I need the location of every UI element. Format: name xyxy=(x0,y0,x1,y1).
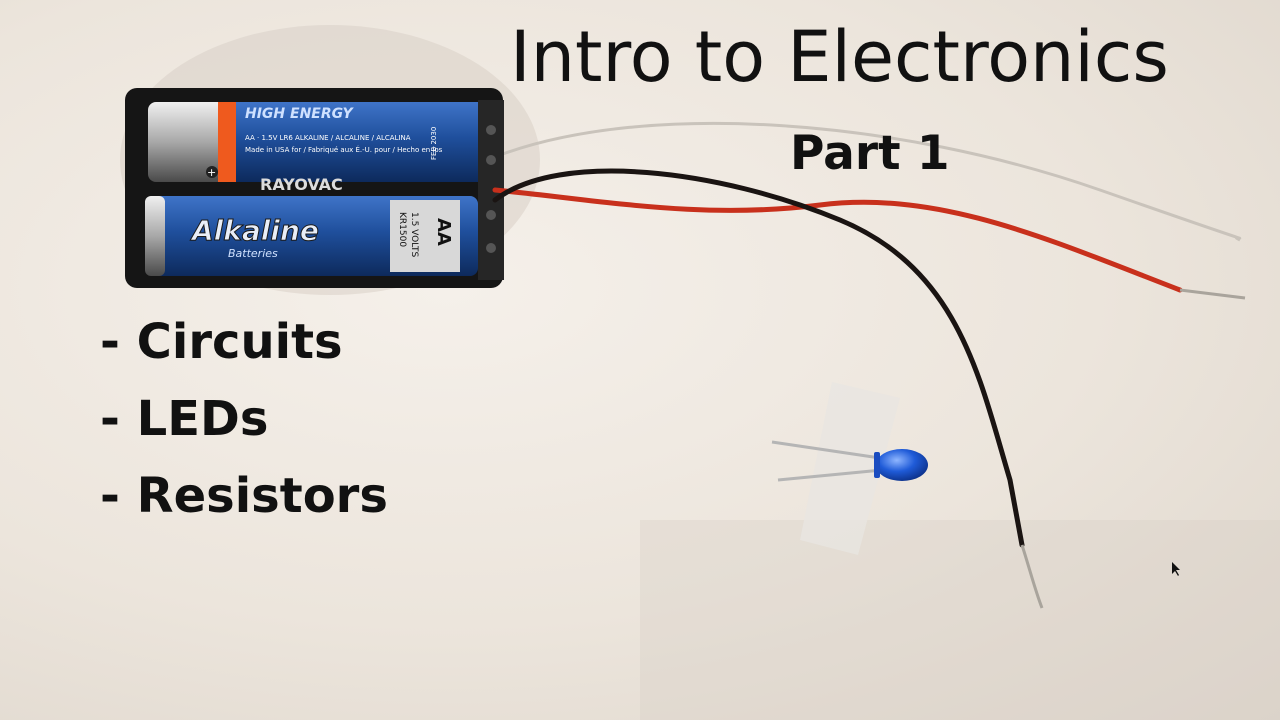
battery-bottom-volts: 1.5 VOLTS xyxy=(409,212,419,258)
battery-top-date: FEB 2030 xyxy=(430,127,438,160)
plus-icon: + xyxy=(207,166,216,179)
battery-top: HIGH ENERGY AA · 1.5V LR6 ALKALINE / ALC… xyxy=(148,102,478,194)
battery-top-brand: RAYOVAC xyxy=(260,175,343,194)
topic-list: - Circuits - LEDs - Resistors xyxy=(100,312,388,543)
wire-shadow xyxy=(499,121,1242,242)
topic-item-resistors: - Resistors xyxy=(100,468,388,524)
battery-top-fine-print: AA · 1.5V LR6 ALKALINE / ALCALINE / ALCA… xyxy=(245,134,411,142)
led-bulb xyxy=(876,449,928,481)
shadow-patch xyxy=(640,520,1280,720)
battery-bottom-size: AA xyxy=(433,218,454,246)
battery-top-band: HIGH ENERGY xyxy=(245,106,355,122)
page-title: Intro to Electronics xyxy=(510,16,1169,98)
led-lead-1 xyxy=(771,440,881,460)
battery-bottom-brand: Alkaline xyxy=(190,214,319,247)
topic-item-leds: - LEDs xyxy=(100,391,269,447)
black-wire-stripped-end xyxy=(1020,544,1044,609)
mouse-cursor-icon xyxy=(1172,562,1180,576)
red-wire-stripped-end xyxy=(1179,288,1246,300)
topic-item-circuits: - Circuits xyxy=(100,314,343,370)
battery-bottom-code: KR1500 xyxy=(397,212,407,247)
led-lead-2 xyxy=(777,468,883,482)
red-wire xyxy=(492,187,1183,293)
tape-strip xyxy=(800,382,900,555)
battery-top-fine-print-2: Made in USA for / Fabriqué aux É.-U. pou… xyxy=(245,145,443,154)
led-assembly xyxy=(771,382,928,555)
led-rim xyxy=(874,452,880,478)
battery-bottom-sub-brand: Batteries xyxy=(228,247,278,260)
battery-holder: HIGH ENERGY AA · 1.5V LR6 ALKALINE / ALC… xyxy=(125,88,504,288)
black-wire xyxy=(492,168,1025,548)
page-subtitle: Part 1 xyxy=(790,126,950,181)
battery-bottom: Alkaline Batteries AA 1.5 VOLTS KR1500 xyxy=(145,196,478,276)
